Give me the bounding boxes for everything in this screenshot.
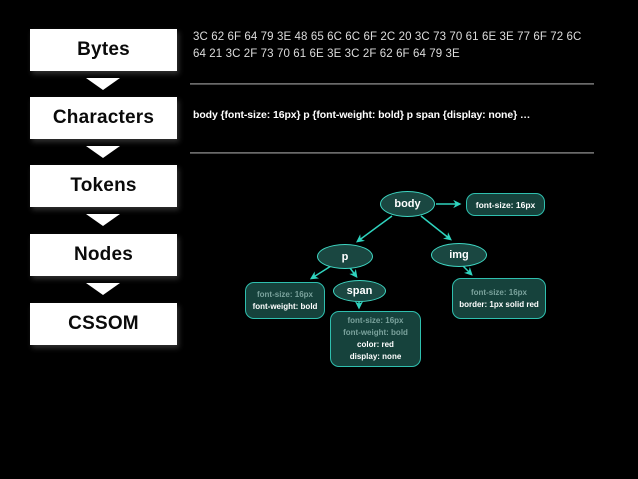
style-rule: font-size: 16px bbox=[475, 199, 536, 210]
pipeline-stage-bytes: Bytes bbox=[30, 29, 177, 71]
style-rule-inherited: font-size: 16px bbox=[347, 316, 404, 325]
style-box-p: font-size: 16px font-weight: bold bbox=[245, 282, 325, 319]
down-arrow-icon bbox=[86, 283, 120, 295]
style-box-body: font-size: 16px bbox=[466, 193, 545, 216]
style-box-img: font-size: 16px border: 1px solid red bbox=[452, 278, 546, 319]
style-rule-inherited: font-weight: bold bbox=[343, 328, 408, 337]
down-arrow-icon bbox=[86, 214, 120, 226]
down-arrow-icon bbox=[86, 146, 120, 158]
divider-characters-tokens bbox=[190, 152, 594, 154]
pipeline-stage-cssom: CSSOM bbox=[30, 303, 177, 345]
pipeline-stage-characters: Characters bbox=[30, 97, 177, 139]
style-rule-inherited: font-size: 16px bbox=[470, 287, 527, 297]
style-box-span: font-size: 16px font-weight: bold color:… bbox=[330, 311, 421, 367]
style-rule: display: none bbox=[349, 352, 402, 361]
pipeline-stage-tokens: Tokens bbox=[30, 165, 177, 207]
tree-node-p: p bbox=[317, 244, 373, 269]
tree-node-span: span bbox=[333, 280, 386, 302]
style-rule: font-weight: bold bbox=[252, 301, 318, 311]
down-arrow-icon bbox=[86, 78, 120, 90]
style-rule: color: red bbox=[357, 340, 394, 349]
pipeline-stage-nodes: Nodes bbox=[30, 234, 177, 276]
css-rules-text: body {font-size: 16px} p {font-weight: b… bbox=[193, 109, 531, 121]
divider-bytes-characters bbox=[190, 83, 594, 85]
hex-bytes-line-1: 3C 62 6F 64 79 3E 48 65 6C 6C 6F 2C 20 3… bbox=[193, 31, 582, 43]
hex-bytes-line-2: 64 21 3C 2F 73 70 61 6E 3E 3C 2F 62 6F 6… bbox=[193, 48, 460, 60]
style-rule-inherited: font-size: 16px bbox=[256, 289, 313, 299]
tree-node-body: body bbox=[380, 191, 435, 217]
style-rule: border: 1px solid red bbox=[459, 299, 539, 309]
tree-node-img: img bbox=[431, 243, 487, 267]
